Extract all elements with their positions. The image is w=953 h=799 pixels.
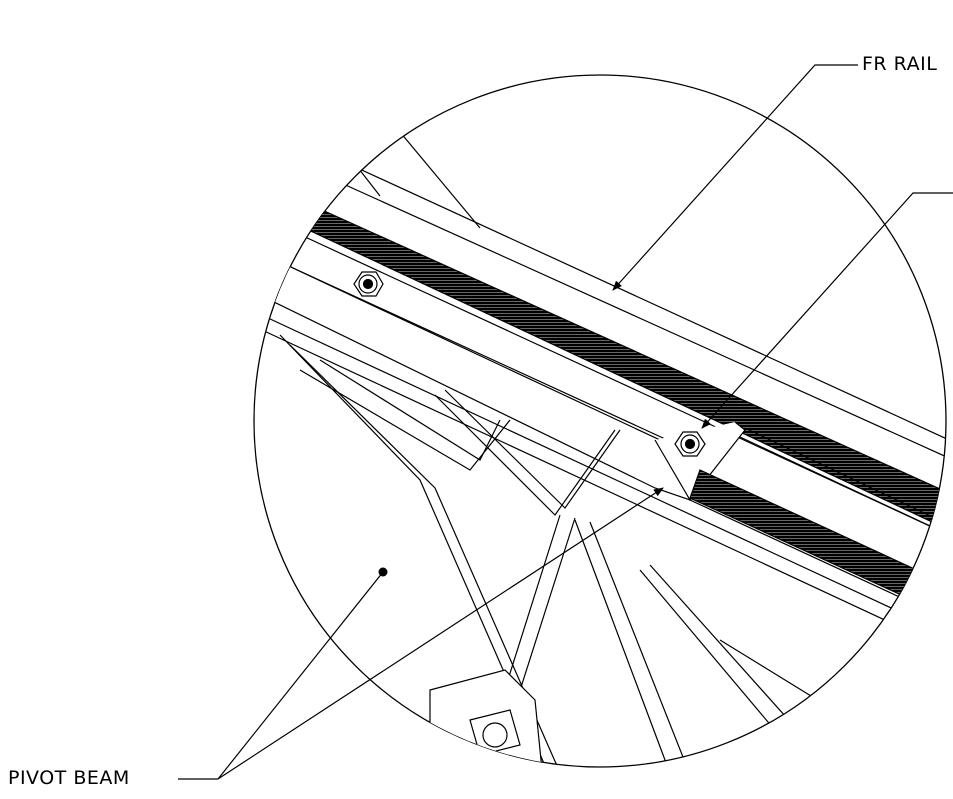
nut-1 bbox=[353, 271, 384, 297]
pivot-beam-label: PIVOT BEAM bbox=[8, 767, 130, 789]
leader-bracket-fastener bbox=[701, 192, 953, 429]
leader-fr-rail bbox=[612, 64, 858, 291]
grip-strip-lower bbox=[689, 469, 946, 623]
leader-pivot-beam bbox=[178, 487, 664, 780]
nut-2 bbox=[674, 431, 706, 457]
detail-contents bbox=[261, 119, 946, 767]
pivot-beam-dot bbox=[378, 567, 388, 577]
fr-rail-label: FR RAIL bbox=[862, 53, 938, 75]
